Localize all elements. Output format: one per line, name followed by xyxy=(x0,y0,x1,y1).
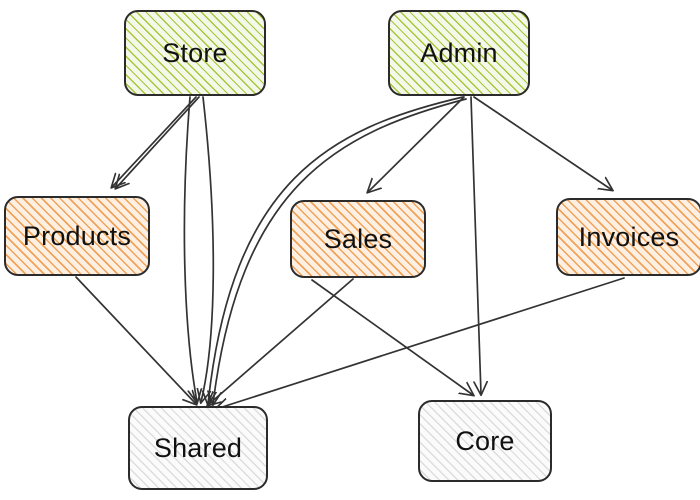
edge-store-products-2 xyxy=(116,96,200,188)
edge-sales-shared xyxy=(208,278,354,405)
node-sales[interactable]: Sales xyxy=(290,200,426,278)
node-core[interactable]: Core xyxy=(418,400,552,482)
node-label-store: Store xyxy=(162,37,228,68)
node-label-core: Core xyxy=(455,425,515,456)
edge-invoices-shared xyxy=(216,277,625,409)
node-label-sales: Sales xyxy=(323,223,393,254)
edge-sales-core xyxy=(311,279,473,395)
node-label-products: Products xyxy=(22,220,132,251)
node-invoices[interactable]: Invoices xyxy=(556,198,700,276)
edge-admin-shared xyxy=(208,96,464,404)
edge-store-shared xyxy=(183,96,197,402)
node-products[interactable]: Products xyxy=(4,196,150,276)
edge-store-products xyxy=(112,96,197,187)
node-shared[interactable]: Shared xyxy=(128,406,268,490)
edges-group xyxy=(75,96,625,409)
edge-admin-invoices xyxy=(473,96,612,190)
node-label-invoices: Invoices xyxy=(578,221,680,252)
edge-products-shared xyxy=(75,276,196,404)
node-store[interactable]: Store xyxy=(124,10,266,96)
edge-admin-core xyxy=(470,96,481,394)
edge-admin-shared-2 xyxy=(213,98,467,404)
node-label-admin: Admin xyxy=(420,37,498,68)
node-admin[interactable]: Admin xyxy=(388,10,530,96)
node-label-shared: Shared xyxy=(153,432,243,463)
edge-store-shared-2 xyxy=(201,96,215,402)
edge-admin-sales xyxy=(368,96,465,192)
